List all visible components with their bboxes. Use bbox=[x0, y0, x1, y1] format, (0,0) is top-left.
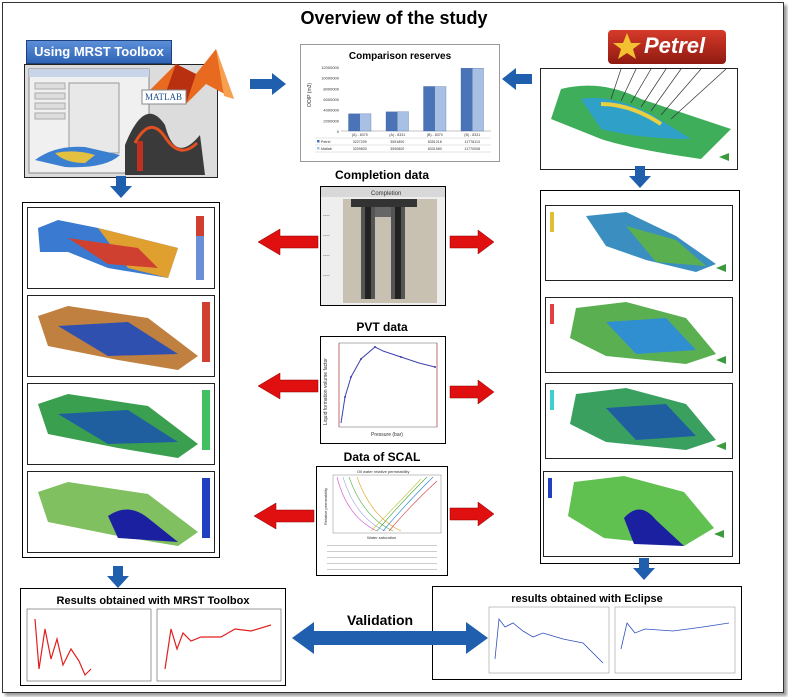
y-tick-label: 8000000 bbox=[323, 86, 339, 91]
comparison-chart-svg: 12000000 10000000 8000000 6000000 4000000 200… bbox=[307, 65, 491, 153]
comparison-chart-title: Comparison reserves bbox=[348, 51, 452, 62]
mrst-results-title: Results obtained with MRST Toolbox bbox=[56, 595, 250, 607]
petrel-model-panel bbox=[540, 68, 738, 170]
mrst-screenshot-art bbox=[28, 68, 205, 175]
legend-swatch-matlab bbox=[317, 147, 320, 150]
category-label: (B) - 8331 bbox=[464, 133, 480, 137]
bar-petrel bbox=[423, 86, 435, 132]
page-title: Overview of the study bbox=[300, 8, 488, 28]
bar-matlab bbox=[359, 113, 372, 132]
scal-data-panel: Oil water relative permeability Water sa… bbox=[316, 466, 448, 576]
svg-text:----: ---- bbox=[323, 233, 330, 239]
completion-window-label: Completion bbox=[371, 191, 401, 197]
category-label: (A) - 8370 bbox=[352, 133, 368, 137]
pvt-xlabel: Pressure (bar) bbox=[371, 432, 403, 438]
scal-plot-title: Oil water relative permeability bbox=[357, 469, 409, 474]
legend-matlab: Matlab bbox=[321, 147, 332, 151]
completion-data-title: Completion data bbox=[334, 168, 429, 182]
bar-matlab bbox=[397, 111, 409, 132]
y-axis-label: OOIP (m3) bbox=[307, 83, 313, 107]
mrst-model-permeability bbox=[27, 295, 215, 377]
y-tick-label: 10000000 bbox=[321, 76, 340, 81]
mrst-results-panel: Results obtained with MRST Toolbox bbox=[20, 588, 286, 686]
pvt-ylabel: Liquid formation volume factor bbox=[323, 358, 329, 425]
eclipse-results-title: results obtained with Eclipse bbox=[511, 593, 663, 605]
data-label: 3590800 bbox=[390, 147, 404, 151]
bar-petrel bbox=[460, 68, 473, 132]
petrel-logo: Petrel bbox=[608, 30, 726, 64]
eclipse-results-panel: results obtained with Eclipse bbox=[432, 586, 742, 680]
bar-petrel bbox=[348, 113, 360, 132]
scal-ylabel: Relative permeability bbox=[323, 488, 328, 525]
petrel-model-saturation bbox=[543, 471, 733, 557]
matlab-logo: MATLAB bbox=[136, 44, 240, 114]
matlab-label: MATLAB bbox=[145, 92, 183, 102]
scal-xlabel: Water saturation bbox=[367, 535, 396, 540]
y-tick-label: 6000000 bbox=[323, 97, 339, 102]
svg-text:----: ---- bbox=[323, 213, 330, 219]
bar-matlab bbox=[472, 68, 484, 132]
data-label: 3227299 bbox=[353, 140, 367, 144]
pvt-data-title: PVT data bbox=[356, 320, 408, 334]
petrel-model-depth bbox=[545, 205, 733, 281]
petrel-model-permeability bbox=[545, 297, 733, 373]
svg-text:----: ---- bbox=[323, 253, 330, 259]
scal-data-title: Data of SCAL bbox=[343, 450, 421, 464]
category-label: (B) - 8370 bbox=[427, 133, 443, 137]
mrst-model-porosity bbox=[27, 383, 215, 465]
mrst-models-column bbox=[22, 202, 220, 558]
data-label: 11778113 bbox=[465, 140, 480, 144]
petrel-model-porosity bbox=[545, 383, 733, 459]
legend-swatch-petrel bbox=[317, 140, 320, 143]
petrel-logo-text: Petrel bbox=[644, 33, 706, 58]
bar-petrel bbox=[385, 111, 398, 132]
petrel-star-icon bbox=[613, 33, 641, 59]
y-tick-label: 2000000 bbox=[323, 118, 339, 123]
mrst-toolbox-tag: Using MRST Toolbox bbox=[26, 40, 172, 64]
mrst-screenshot-panel bbox=[24, 64, 218, 178]
mrst-model-depth bbox=[27, 207, 215, 289]
validation-label: Validation bbox=[346, 612, 414, 628]
data-label: 8351218 bbox=[428, 140, 442, 144]
data-label: 8331980 bbox=[428, 147, 442, 151]
validation-arrow bbox=[292, 622, 488, 654]
bar-matlab bbox=[434, 86, 447, 132]
category-label: (A) - 8331 bbox=[389, 133, 405, 137]
y-tick-label: 12000000 bbox=[321, 65, 340, 70]
legend-petrel: Petrel bbox=[321, 140, 331, 144]
mrst-model-saturation bbox=[27, 471, 215, 553]
y-tick-label: 0 bbox=[337, 129, 340, 134]
data-label: 11770008 bbox=[464, 147, 480, 151]
comparison-reserves-chart: Comparison reserves 12000000 10000000 8000… bbox=[300, 44, 500, 162]
y-tick-label: 4000000 bbox=[323, 108, 339, 113]
data-label: 3591800 bbox=[390, 140, 404, 144]
pvt-data-panel: Pressure (bar) Liquid formation volume f… bbox=[320, 336, 446, 444]
svg-text:----: ---- bbox=[323, 273, 330, 279]
data-label: 3209830 bbox=[353, 147, 367, 151]
petrel-models-column bbox=[540, 190, 740, 564]
completion-data-panel: Completion ---- ---- ---- ---- bbox=[320, 186, 446, 306]
